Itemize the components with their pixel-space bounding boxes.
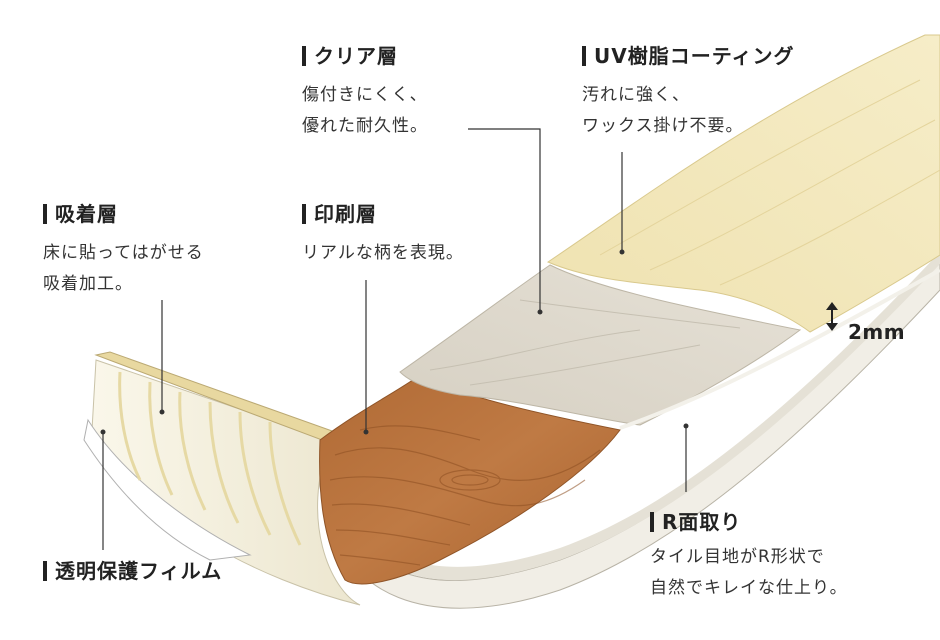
label-desc-line: ワックス掛け不要。 — [582, 116, 744, 136]
label-bar — [650, 512, 654, 532]
label-title: UV樹脂コーティング — [594, 44, 795, 68]
label-title: 吸着層 — [55, 202, 118, 226]
label-desc-line: リアルな柄を表現。 — [302, 243, 464, 263]
leader-clear-layer — [468, 128, 541, 312]
label-bar — [43, 561, 47, 581]
uv-grain — [599, 79, 940, 286]
label-title: R面取り — [662, 510, 742, 534]
label-protective-film: 透明保護フィルム — [43, 559, 222, 583]
label-desc-line: タイル目地がR形状で — [650, 547, 825, 567]
label-desc-line: 傷付きにくく、 — [302, 85, 428, 105]
label-bar — [302, 204, 306, 224]
curl-film — [83, 418, 252, 561]
clear-layer-surface — [399, 264, 802, 426]
label-adhesive-layer: 吸着層 床に貼ってはがせる 吸着加工。 — [43, 202, 204, 300]
thickness-label: 2mm — [848, 320, 906, 344]
label-bar — [43, 204, 47, 224]
label-desc-line: 吸着加工。 — [43, 274, 133, 294]
wood-grain — [329, 425, 601, 566]
label-print-layer: 印刷層 リアルな柄を表現。 — [302, 202, 464, 269]
label-desc-line: 汚れに強く、 — [582, 85, 690, 105]
leader-dots — [100, 249, 689, 435]
film-edge — [330, 252, 940, 581]
label-uv-coating: UV樹脂コーティング 汚れに強く、 ワックス掛け不要。 — [582, 44, 795, 142]
label-bar — [582, 46, 586, 66]
label-desc-line: 優れた耐久性。 — [302, 116, 428, 136]
thickness-arrow-icon — [826, 302, 838, 331]
label-desc-line: 自然でキレイな仕上り。 — [650, 578, 848, 598]
curl-ribs — [118, 371, 302, 546]
clear-layer-edge — [619, 268, 940, 430]
label-r-edge: R面取り タイル目地がR形状で 自然でキレイな仕上り。 — [650, 510, 848, 604]
leader-lines — [102, 128, 687, 550]
label-bar — [302, 46, 306, 66]
label-clear-layer: クリア層 傷付きにくく、 優れた耐久性。 — [302, 44, 428, 142]
clear-grain — [429, 299, 741, 386]
label-title: 印刷層 — [314, 202, 377, 226]
label-desc-line: 床に貼ってはがせる — [43, 243, 204, 263]
uv-coating-surface — [546, 34, 940, 333]
label-title: クリア層 — [314, 44, 398, 68]
label-title: 透明保護フィルム — [55, 559, 223, 583]
